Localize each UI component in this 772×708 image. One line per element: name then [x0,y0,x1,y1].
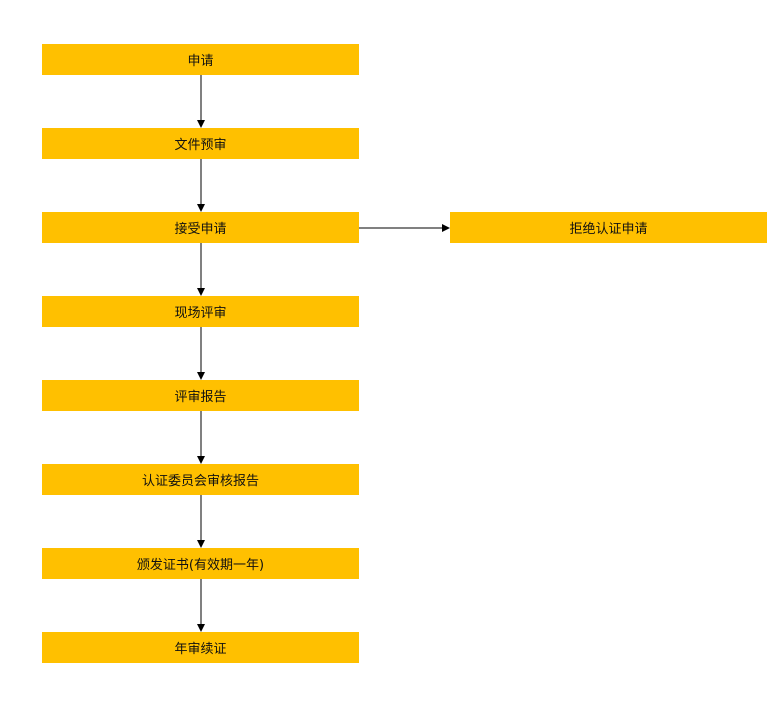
step-apply: 申请 [42,44,359,75]
step-document-prereview: 文件预审 [42,128,359,159]
step-annual-renewal: 年审续证 [42,632,359,663]
step-accept-application: 接受申请 [42,212,359,243]
step-reject-application: 拒绝认证申请 [450,212,767,243]
step-review-report: 评审报告 [42,380,359,411]
step-onsite-review: 现场评审 [42,296,359,327]
step-committee-review: 认证委员会审核报告 [42,464,359,495]
step-issue-certificate: 颁发证书(有效期一年) [42,548,359,579]
